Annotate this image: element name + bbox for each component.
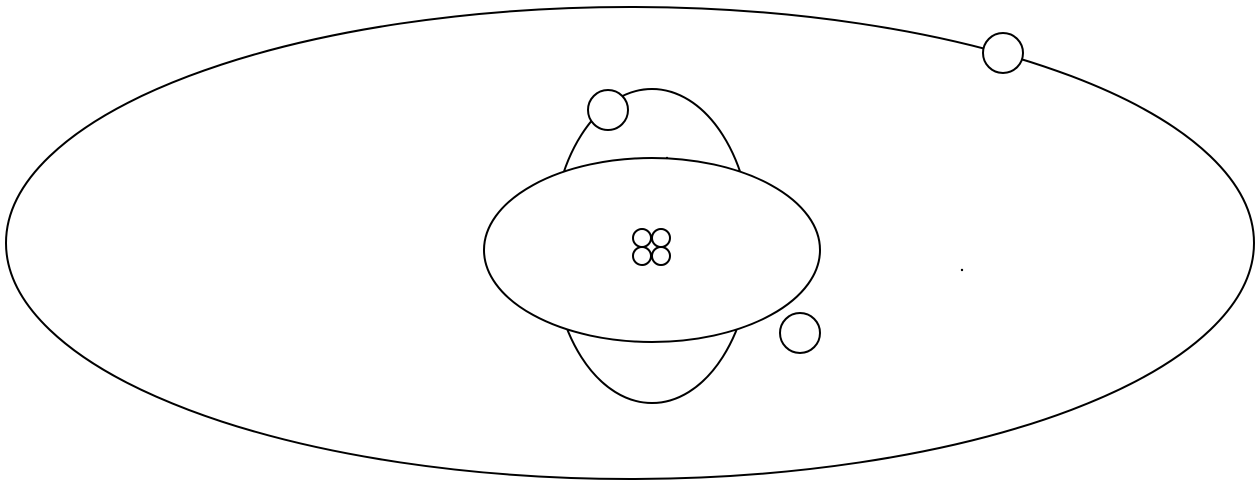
electron-vertical-orbit: [588, 90, 628, 130]
horizontal-inner-orbit: [484, 158, 820, 342]
nucleus-particle: [652, 229, 670, 247]
electron-horizontal-orbit: [780, 313, 820, 353]
nucleus-particle: [633, 247, 651, 265]
nucleus-particle: [633, 229, 651, 247]
nucleus-particle: [652, 247, 670, 265]
scan-speck: [666, 157, 668, 159]
electron-outer-orbit: [983, 33, 1023, 73]
scan-speck: [961, 269, 963, 271]
